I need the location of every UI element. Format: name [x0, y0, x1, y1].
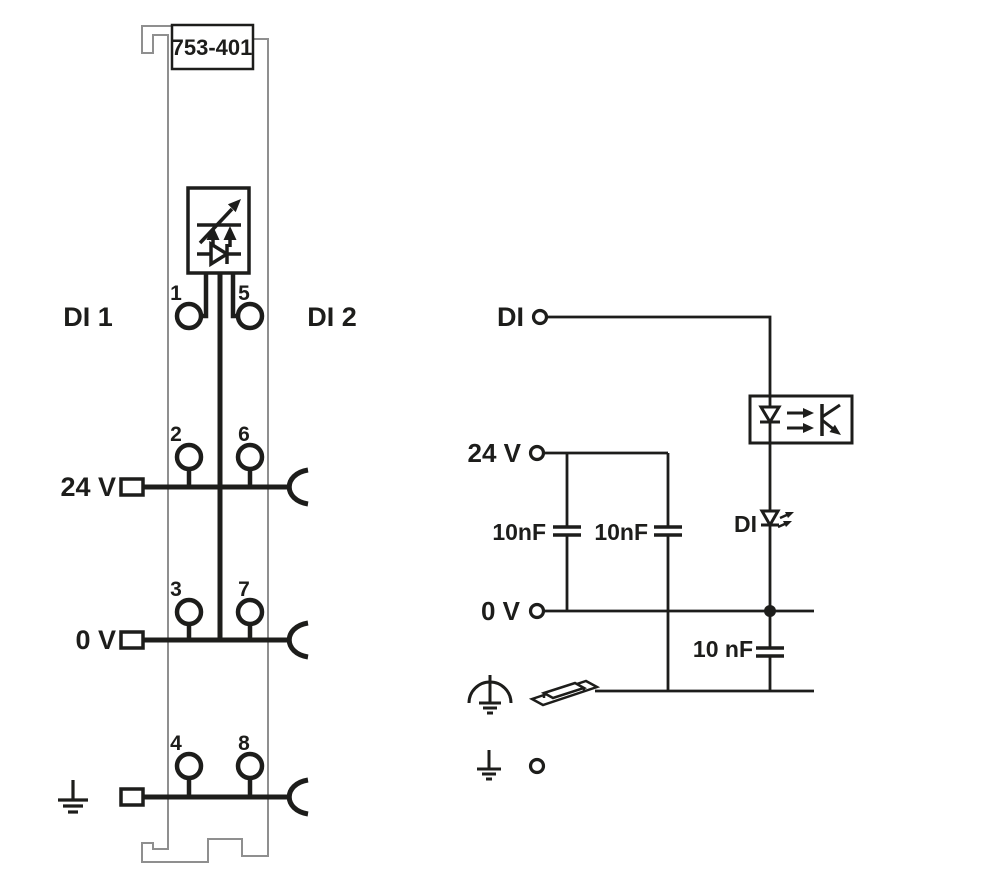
terminal-8-number: 8 — [238, 732, 250, 755]
earth-terminal — [528, 757, 546, 775]
input-circuit-schematic: DI — [467, 302, 854, 781]
label-24v: 24 V — [60, 472, 116, 502]
schematic-0v-label: 0 V — [481, 596, 521, 626]
label-di1: DI 1 — [63, 302, 113, 332]
capacitor-3-icon — [756, 646, 784, 691]
label-di2: DI 2 — [307, 302, 357, 332]
terminal-3-number: 3 — [170, 578, 182, 601]
opto-diagonal — [198, 207, 234, 245]
capacitor-2-label: 10nF — [594, 519, 648, 545]
terminal-1-number: 1 — [170, 282, 182, 305]
terminal-5 — [235, 301, 265, 331]
schematic-di-label: DI — [497, 302, 524, 332]
diode-triangle — [209, 240, 231, 268]
ground-socket — [286, 777, 309, 817]
terminal-8 — [235, 751, 265, 781]
capacitor-1-label: 10nF — [492, 519, 546, 545]
terminal-1 — [174, 301, 204, 331]
0v-connector — [119, 630, 145, 650]
capacitor-2-icon — [654, 453, 682, 691]
part-number-box — [170, 23, 255, 71]
diode-icon — [197, 240, 241, 268]
terminal-2 — [174, 442, 204, 472]
terminal-5-number: 5 — [238, 282, 250, 305]
terminal-module: 753-401 — [58, 23, 357, 863]
module-outline — [141, 25, 269, 863]
led-icon — [759, 509, 794, 529]
phototransistor-arrowhead — [829, 424, 841, 435]
phototransistor-collector — [821, 403, 841, 419]
earth-ground-icon — [58, 780, 88, 814]
led-ray-1-head — [785, 512, 794, 518]
terminal-4-number: 4 — [170, 732, 182, 755]
phototransistor-icon — [820, 403, 841, 436]
terminal-7-number: 7 — [238, 578, 250, 601]
light-arrow-1-head — [803, 408, 814, 418]
terminal-3 — [174, 597, 204, 627]
opto-arrowhead — [227, 199, 241, 213]
input-filter-icon — [186, 186, 251, 275]
led-label: DI — [734, 511, 757, 537]
light-arrow-2-head — [803, 423, 814, 433]
din-rail-icon — [528, 679, 601, 707]
capacitor-3-label: 10 nF — [693, 636, 753, 662]
24v-terminal — [528, 444, 546, 462]
di-signal-line — [547, 315, 772, 396]
part-number: 753-401 — [172, 35, 253, 60]
terminal-4 — [174, 751, 204, 781]
capacitor-1-icon — [553, 453, 581, 611]
0v-socket — [286, 620, 309, 660]
0v-terminal — [528, 602, 546, 620]
optocoupler-box — [748, 394, 854, 445]
terminal-6-number: 6 — [238, 423, 250, 446]
ground-connector — [119, 787, 145, 807]
shield-earth-arc — [467, 680, 513, 704]
di-terminal — [531, 308, 549, 326]
up-arrow-1-head — [206, 226, 220, 240]
earth-ground-icon-2 — [477, 750, 501, 781]
shield-earth-icon — [467, 675, 513, 715]
24v-socket — [286, 467, 309, 507]
up-arrow-2-head — [223, 226, 237, 240]
label-0v: 0 V — [75, 625, 116, 655]
opto-led-triangle — [758, 405, 782, 425]
junction-dot — [764, 605, 776, 617]
terminal-2-number: 2 — [170, 423, 182, 446]
terminal-6 — [235, 442, 265, 472]
din-rail-channel — [540, 681, 588, 700]
optocoupler-icon — [748, 394, 854, 445]
schematic-24v-label: 24 V — [468, 438, 522, 468]
24v-connector — [119, 477, 145, 497]
led-triangle — [759, 509, 781, 529]
terminal-7 — [235, 597, 265, 627]
led-ray-2-head — [783, 521, 792, 527]
